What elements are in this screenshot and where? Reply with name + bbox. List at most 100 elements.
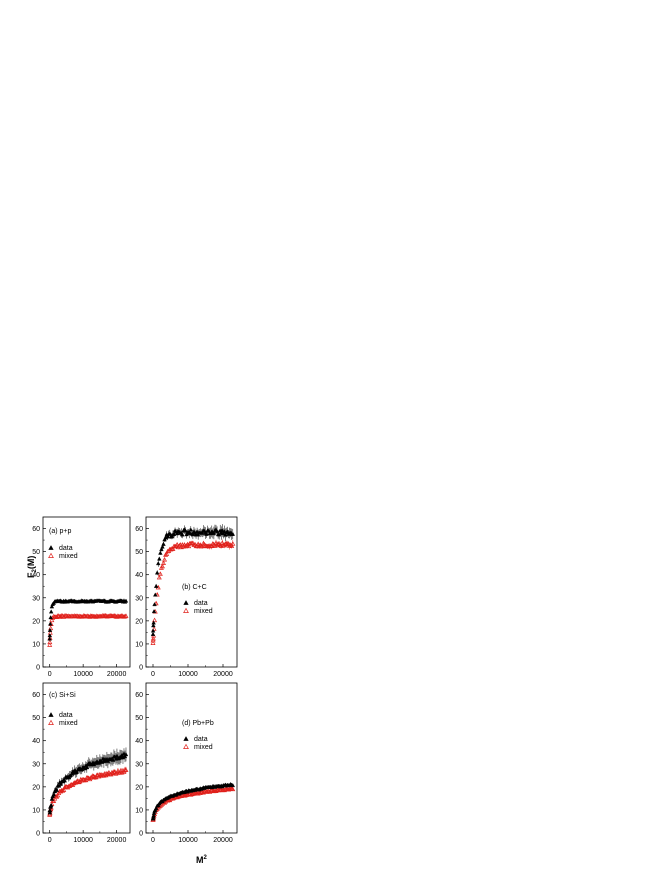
data-point bbox=[47, 627, 53, 632]
data-point bbox=[230, 783, 236, 788]
data-point bbox=[57, 614, 63, 619]
y-tick-label: 40 bbox=[32, 738, 40, 745]
data-point bbox=[47, 810, 53, 815]
data-point bbox=[209, 543, 215, 549]
x-tick-label: 10000 bbox=[178, 837, 198, 844]
data-point bbox=[51, 798, 57, 803]
data-point bbox=[157, 571, 163, 576]
y-tick-label: 0 bbox=[36, 831, 40, 838]
data-point bbox=[151, 813, 156, 818]
legend-label-mixed: mixed bbox=[59, 720, 78, 727]
plot-frame bbox=[145, 516, 238, 668]
data-point bbox=[161, 541, 166, 546]
y-tick-label: 0 bbox=[139, 831, 143, 838]
series-data bbox=[150, 782, 236, 821]
legend-marker-data bbox=[183, 736, 189, 741]
y-tick-label: 50 bbox=[32, 715, 40, 722]
data-point bbox=[151, 609, 157, 614]
y-tick-label: 30 bbox=[32, 761, 40, 768]
y-tick-label: 10 bbox=[32, 807, 40, 814]
plot-frame bbox=[42, 682, 131, 834]
y-tick-label: 10 bbox=[135, 641, 143, 648]
data-point bbox=[151, 620, 156, 625]
data-point bbox=[47, 639, 53, 645]
data-point bbox=[54, 787, 59, 792]
y-tick-label: 30 bbox=[32, 595, 40, 602]
x-tick-label: 0 bbox=[151, 671, 155, 678]
panel-title: (a) p+p bbox=[49, 528, 71, 535]
panel-title: (b) C+C bbox=[182, 584, 207, 591]
data-point bbox=[61, 787, 67, 792]
legend-marker-mixed bbox=[183, 743, 189, 749]
data-point bbox=[123, 767, 129, 772]
legend-label-data: data bbox=[59, 712, 73, 719]
y-tick-label: 10 bbox=[135, 807, 143, 814]
y-tick-label: 40 bbox=[135, 572, 143, 579]
data-point bbox=[151, 810, 157, 815]
data-point bbox=[54, 614, 60, 619]
y-tick-label: 50 bbox=[135, 715, 143, 722]
data-point bbox=[158, 550, 163, 555]
x-tick-label: 20000 bbox=[107, 671, 127, 678]
y-tick-label: 20 bbox=[135, 784, 143, 791]
x-tick-label: 10000 bbox=[73, 671, 93, 678]
data-point bbox=[49, 604, 55, 609]
x-tick-label: 10000 bbox=[73, 837, 93, 844]
data-point bbox=[186, 543, 192, 549]
data-point bbox=[160, 544, 165, 549]
legend-label-mixed: mixed bbox=[194, 744, 213, 751]
series-data bbox=[47, 598, 129, 641]
legend-marker-mixed bbox=[183, 607, 189, 613]
data-point bbox=[153, 805, 159, 810]
data-point bbox=[229, 785, 235, 791]
y-tick-label: 50 bbox=[135, 549, 143, 556]
y-tick-label: 40 bbox=[135, 738, 143, 745]
data-point bbox=[153, 583, 159, 588]
data-point bbox=[61, 614, 67, 619]
y-tick-label: 60 bbox=[32, 526, 40, 533]
legend-label-data: data bbox=[194, 600, 208, 607]
y-tick-label: 60 bbox=[32, 692, 40, 699]
data-point bbox=[162, 556, 168, 562]
series-data bbox=[47, 747, 129, 815]
legend-label-data: data bbox=[194, 736, 208, 743]
data-point bbox=[170, 546, 176, 551]
data-point bbox=[48, 621, 53, 626]
legend-marker-data bbox=[48, 545, 54, 550]
data-point bbox=[152, 617, 158, 623]
data-point bbox=[123, 598, 129, 603]
x-tick-label: 20000 bbox=[107, 837, 127, 844]
data-point bbox=[152, 602, 157, 607]
data-point bbox=[161, 560, 166, 565]
data-point bbox=[48, 802, 54, 807]
legend-marker-data bbox=[48, 712, 54, 717]
data-point bbox=[219, 540, 225, 545]
data-point bbox=[55, 792, 61, 798]
data-point bbox=[123, 613, 129, 618]
data-point bbox=[150, 628, 156, 633]
data-point bbox=[174, 541, 180, 547]
data-point bbox=[83, 777, 89, 783]
series-mixed bbox=[47, 612, 129, 647]
x-tick-label: 20000 bbox=[213, 671, 233, 678]
data-point bbox=[203, 788, 208, 794]
plot-frame bbox=[145, 682, 238, 834]
data-point bbox=[85, 613, 91, 618]
data-point bbox=[188, 527, 194, 532]
data-point bbox=[51, 792, 56, 797]
panel-title: (d) Pb+Pb bbox=[182, 720, 214, 727]
y-tick-label: 30 bbox=[135, 595, 143, 602]
legend-label-mixed: mixed bbox=[194, 608, 213, 615]
data-point bbox=[47, 633, 53, 638]
data-point bbox=[48, 615, 53, 620]
data-point bbox=[171, 531, 177, 536]
data-point bbox=[51, 613, 57, 619]
y-tick-label: 20 bbox=[135, 618, 143, 625]
data-point bbox=[150, 631, 156, 636]
y-tick-label: 0 bbox=[139, 665, 143, 672]
y-tick-label: 0 bbox=[36, 665, 40, 672]
